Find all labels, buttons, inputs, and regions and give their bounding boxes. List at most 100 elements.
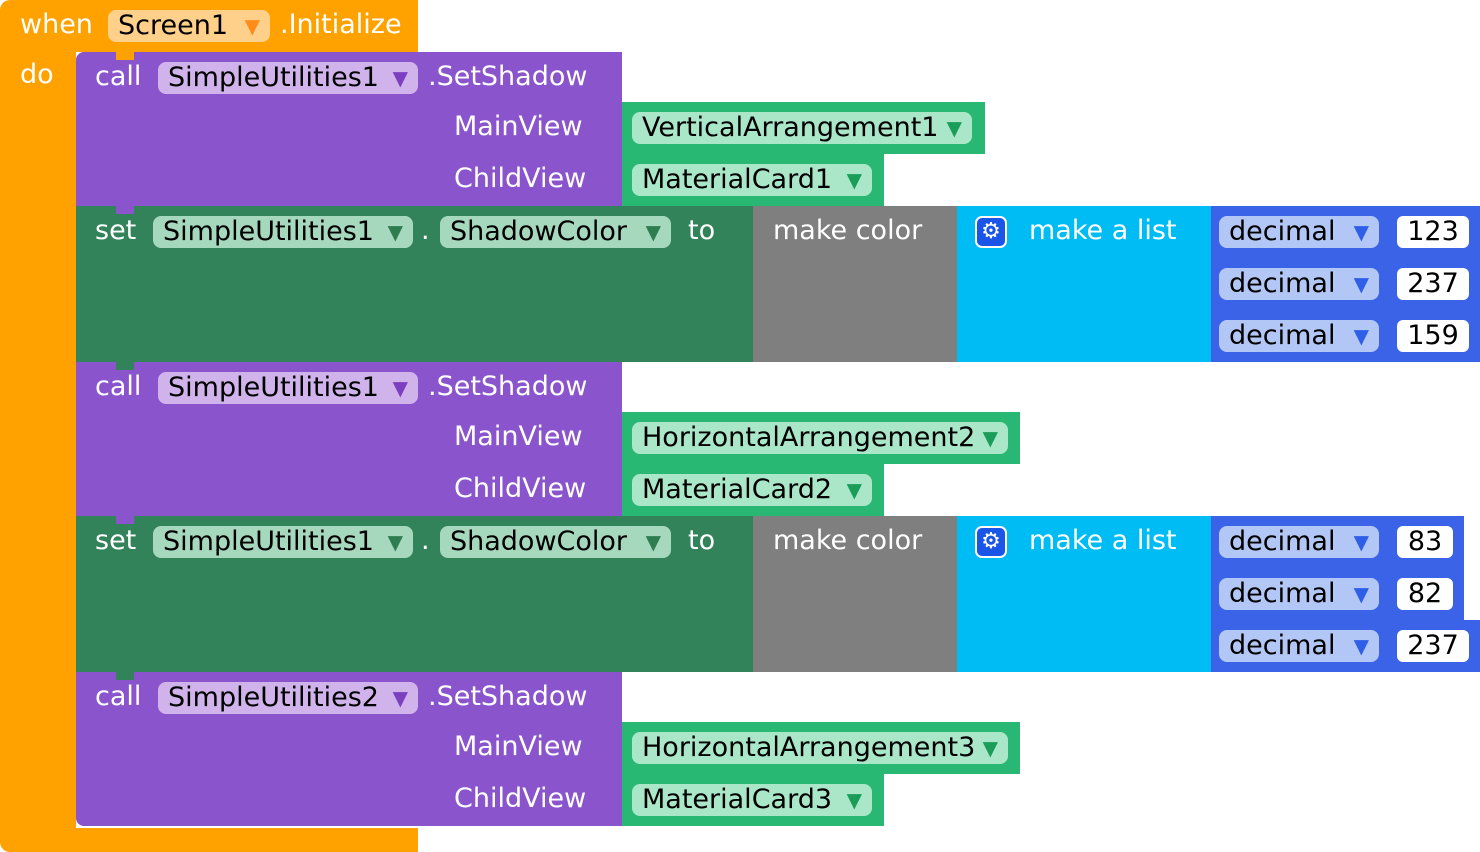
call-block-setshadow-2[interactable]: call SimpleUtilities1 ▼ .SetShadow MainV… — [76, 362, 622, 516]
number-field[interactable]: 159 — [1397, 320, 1469, 352]
component-dropdown-simpleutilities[interactable]: SimpleUtilities1 ▼ — [158, 62, 418, 94]
chevron-down-icon: ▼ — [1353, 220, 1369, 244]
set-label: set — [95, 525, 137, 556]
math-type-dropdown[interactable]: decimal ▼ — [1219, 630, 1379, 662]
to-label: to — [688, 525, 716, 556]
component-dropdown[interactable]: MaterialCard2 ▼ — [632, 474, 872, 506]
math-type-label: decimal — [1229, 526, 1336, 557]
number-field[interactable]: 237 — [1397, 268, 1469, 300]
math-type-label: decimal — [1229, 268, 1336, 299]
component-block-childview-2[interactable]: MaterialCard2 ▼ — [622, 464, 884, 516]
math-block-decimal[interactable]: decimal ▼ 237 — [1211, 620, 1480, 672]
component-block-mainview-3[interactable]: HorizontalArrangement3 ▼ — [622, 722, 1020, 774]
make-list-label: make a list — [1029, 525, 1177, 556]
set-block-shadowcolor-2[interactable]: set SimpleUtilities1 ▼ . ShadowColor ▼ t… — [76, 516, 753, 672]
component-dropdown-label: VerticalArrangement1 — [642, 112, 939, 143]
call-label: call — [95, 371, 142, 402]
call-label: call — [95, 681, 142, 712]
property-dropdown-shadowcolor[interactable]: ShadowColor ▼ — [440, 526, 671, 558]
chevron-down-icon: ▼ — [1353, 582, 1369, 606]
method-name-label: .SetShadow — [428, 371, 588, 402]
component-dropdown-simpleutilities[interactable]: SimpleUtilities2 ▼ — [158, 682, 418, 714]
math-type-dropdown[interactable]: decimal ▼ — [1219, 216, 1379, 248]
component-dropdown-label: MaterialCard3 — [642, 784, 833, 815]
component-dropdown[interactable]: HorizontalArrangement3 ▼ — [632, 732, 1008, 764]
chevron-down-icon: ▼ — [645, 220, 661, 244]
to-label: to — [688, 215, 716, 246]
block-notch — [116, 206, 134, 214]
set-block-shadowcolor-1[interactable]: set SimpleUtilities1 ▼ . ShadowColor ▼ t… — [76, 206, 753, 362]
component-dropdown-simpleutilities[interactable]: SimpleUtilities1 ▼ — [153, 526, 413, 558]
chevron-down-icon: ▼ — [946, 116, 962, 140]
component-dropdown-label: SimpleUtilities1 — [168, 62, 379, 93]
chevron-down-icon: ▼ — [982, 426, 998, 450]
block-notch — [116, 516, 134, 524]
gear-icon[interactable]: ⚙ — [975, 526, 1007, 558]
number-field[interactable]: 82 — [1397, 578, 1453, 610]
gear-icon[interactable]: ⚙ — [975, 216, 1007, 248]
math-type-dropdown[interactable]: decimal ▼ — [1219, 268, 1379, 300]
mainview-label: MainView — [454, 111, 583, 142]
math-type-dropdown[interactable]: decimal ▼ — [1219, 578, 1379, 610]
component-dropdown-label: SimpleUtilities2 — [168, 682, 379, 713]
component-dropdown[interactable]: MaterialCard3 ▼ — [632, 784, 872, 816]
component-block-childview-3[interactable]: MaterialCard3 ▼ — [622, 774, 884, 826]
component-dropdown-label: SimpleUtilities1 — [168, 372, 379, 403]
make-color-block-2[interactable]: make color — [753, 516, 957, 672]
chevron-down-icon: ▼ — [392, 376, 408, 400]
math-block-decimal[interactable]: decimal ▼ 123 — [1211, 206, 1480, 258]
component-dropdown-label: MaterialCard2 — [642, 474, 833, 505]
component-dropdown-label: HorizontalArrangement2 — [642, 422, 976, 453]
number-field[interactable]: 237 — [1397, 630, 1469, 662]
component-dropdown[interactable]: HorizontalArrangement2 ▼ — [632, 422, 1008, 454]
chevron-down-icon: ▼ — [846, 168, 862, 192]
component-dropdown-simpleutilities[interactable]: SimpleUtilities1 ▼ — [158, 372, 418, 404]
component-dropdown[interactable]: MaterialCard1 ▼ — [632, 164, 872, 196]
event-name-label: .Initialize — [280, 9, 402, 40]
make-list-label: make a list — [1029, 215, 1177, 246]
math-type-dropdown[interactable]: decimal ▼ — [1219, 526, 1379, 558]
chevron-down-icon: ▼ — [1353, 324, 1369, 348]
childview-label: ChildView — [454, 783, 587, 814]
block-notch — [116, 672, 134, 680]
math-block-decimal[interactable]: decimal ▼ 237 — [1211, 258, 1480, 310]
make-list-block-2[interactable]: ⚙ make a list — [957, 516, 1211, 672]
property-dropdown-shadowcolor[interactable]: ShadowColor ▼ — [440, 216, 671, 248]
make-color-label: make color — [773, 215, 923, 246]
event-block-body-bar — [0, 52, 76, 828]
component-dropdown[interactable]: VerticalArrangement1 ▼ — [632, 112, 972, 144]
dot-label: . — [421, 525, 430, 556]
math-block-decimal[interactable]: decimal ▼ 82 — [1211, 568, 1464, 620]
make-list-block-1[interactable]: ⚙ make a list — [957, 206, 1211, 362]
make-color-label: make color — [773, 525, 923, 556]
component-block-childview-1[interactable]: MaterialCard1 ▼ — [622, 154, 884, 206]
event-block-footer — [0, 828, 418, 852]
math-type-label: decimal — [1229, 216, 1336, 247]
block-notch — [116, 362, 134, 370]
property-dropdown-label: ShadowColor — [450, 526, 628, 557]
component-block-mainview-1[interactable]: VerticalArrangement1 ▼ — [622, 102, 985, 154]
math-type-label: decimal — [1229, 320, 1336, 351]
chevron-down-icon: ▼ — [392, 686, 408, 710]
mainview-label: MainView — [454, 731, 583, 762]
block-notch — [116, 52, 134, 60]
number-field[interactable]: 83 — [1397, 526, 1453, 558]
component-dropdown-screen1[interactable]: Screen1 ▼ — [108, 10, 270, 42]
chevron-down-icon: ▼ — [392, 66, 408, 90]
call-block-setshadow-1[interactable]: call SimpleUtilities1 ▼ .SetShadow MainV… — [76, 52, 622, 206]
component-dropdown-simpleutilities[interactable]: SimpleUtilities1 ▼ — [153, 216, 413, 248]
math-block-decimal[interactable]: decimal ▼ 83 — [1211, 516, 1464, 568]
math-type-label: decimal — [1229, 630, 1336, 661]
chevron-down-icon: ▼ — [846, 788, 862, 812]
number-field[interactable]: 123 — [1397, 216, 1469, 248]
make-color-block-1[interactable]: make color — [753, 206, 957, 362]
event-block-screen1-initialize[interactable]: when Screen1 ▼ .Initialize do — [0, 0, 418, 852]
component-block-mainview-2[interactable]: HorizontalArrangement2 ▼ — [622, 412, 1020, 464]
childview-label: ChildView — [454, 163, 587, 194]
component-dropdown-label: SimpleUtilities1 — [163, 526, 374, 557]
call-block-setshadow-3[interactable]: call SimpleUtilities2 ▼ .SetShadow MainV… — [76, 672, 622, 826]
dot-label: . — [421, 215, 430, 246]
math-type-dropdown[interactable]: decimal ▼ — [1219, 320, 1379, 352]
math-block-decimal[interactable]: decimal ▼ 159 — [1211, 310, 1480, 362]
chevron-down-icon: ▼ — [846, 478, 862, 502]
